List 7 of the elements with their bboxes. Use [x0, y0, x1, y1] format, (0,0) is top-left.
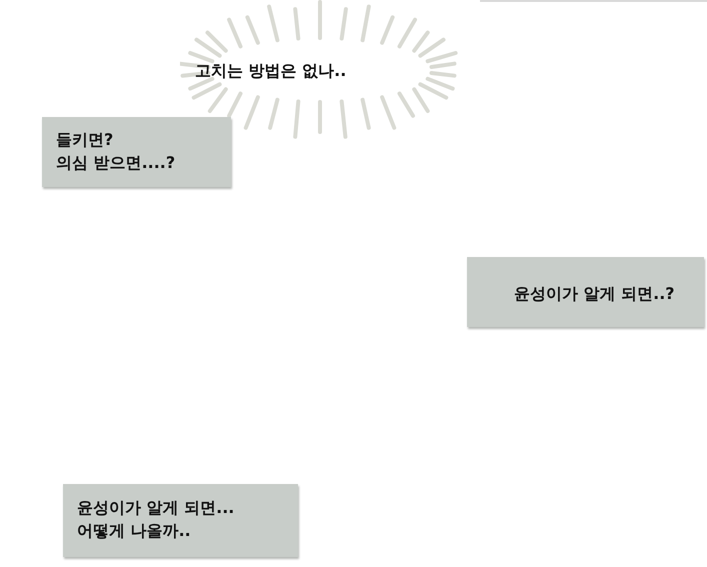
caption-text: 윤성이가 알게 되면... 어떻게 나올까.. [77, 497, 234, 542]
caption-text: 들키면? 의심 받으면....? [56, 129, 176, 174]
caption-text: 윤성이가 알게 되면..? [514, 283, 675, 305]
caption-box [467, 257, 704, 327]
thought-text: 고치는 방법은 없나.. [195, 60, 346, 82]
caption-box [42, 117, 231, 187]
caption-box [63, 484, 298, 557]
